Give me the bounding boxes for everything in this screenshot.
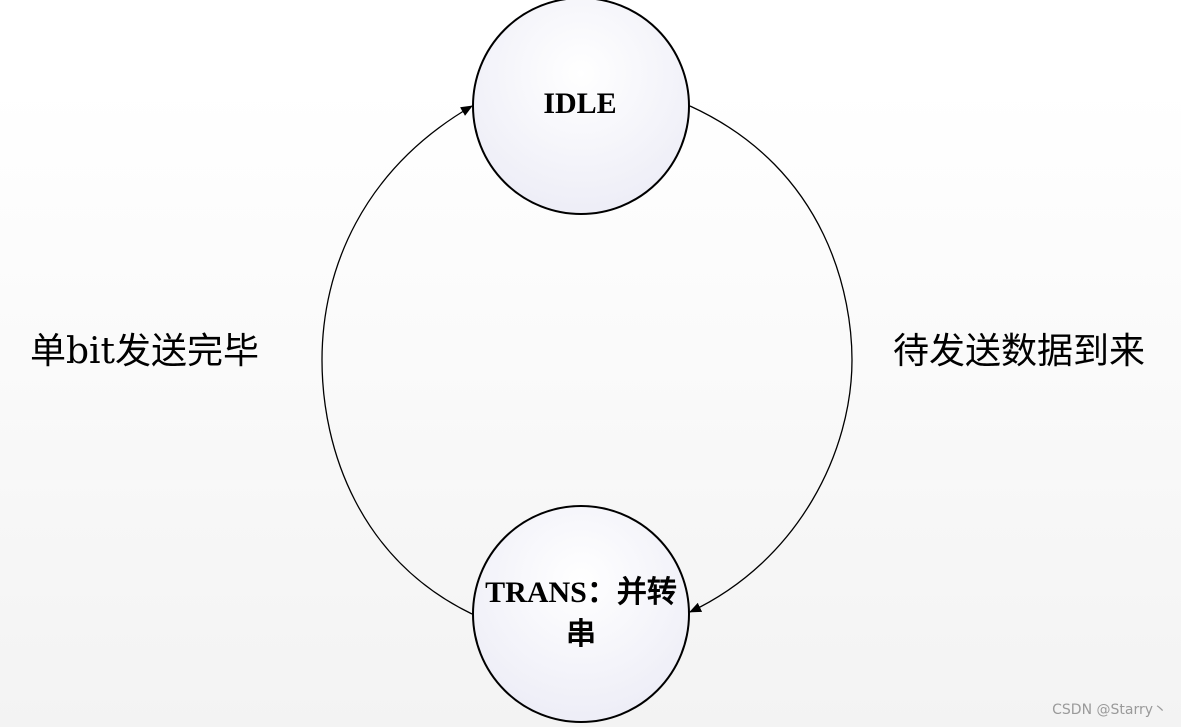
state-label-idle: IDLE — [543, 87, 617, 120]
state-label-trans: TRANS：并转串 — [485, 576, 677, 651]
transition-label-trans-to-idle: 单bit发送完毕 — [30, 331, 260, 372]
transition-arrow-trans-to-idle — [321, 105, 473, 615]
watermark-text: CSDN @Starry丶 — [1052, 702, 1167, 718]
state-node-trans — [472, 505, 690, 723]
transition-label-idle-to-trans: 待发送数据到来 — [893, 331, 1146, 372]
state-node-idle — [472, 0, 690, 215]
transition-arrow-idle-to-trans — [689, 105, 853, 613]
